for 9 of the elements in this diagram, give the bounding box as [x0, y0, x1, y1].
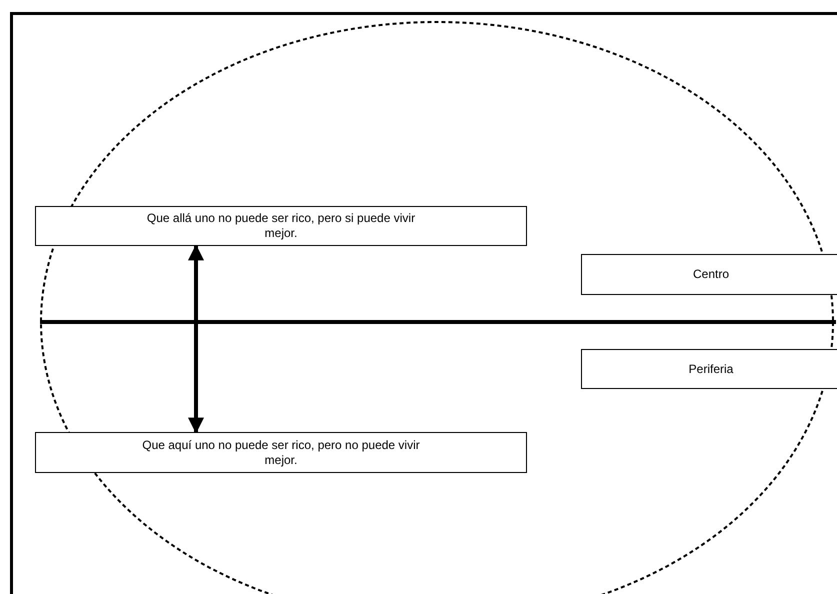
- text-box: [35, 432, 527, 473]
- label-box: [581, 349, 837, 389]
- box-text: Centro: [692, 267, 730, 282]
- box-text: Que allá uno no puede ser rico, pero si puede vivir mejor.: [146, 211, 416, 241]
- label-box: [581, 254, 837, 295]
- box-text: Que aquí uno no puede ser rico, pero no puede vivir mejor.: [141, 438, 421, 468]
- box-text: Periferia: [688, 362, 734, 376]
- double-arrow: [188, 244, 204, 434]
- text-box: [35, 206, 527, 246]
